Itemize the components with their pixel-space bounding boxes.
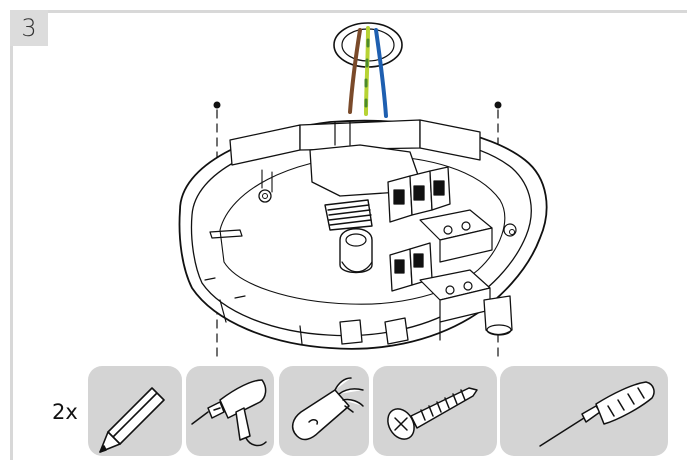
terminal-block-upper [387, 166, 451, 223]
wire-brown [348, 28, 362, 114]
drill-icon [191, 379, 267, 447]
tool-tile-screwdriver [500, 366, 668, 456]
cable-clamp [339, 228, 373, 274]
wire-blue [374, 28, 388, 118]
tool-tile-pencil [88, 366, 182, 456]
terminal-block-lower [389, 242, 433, 292]
quantity-label: 2x [52, 400, 78, 424]
screw-icon [387, 387, 478, 440]
tool-tile-drill [186, 366, 274, 456]
step-frame [10, 10, 687, 460]
screwdriver-icon [539, 381, 655, 447]
right-mount-post [483, 295, 513, 336]
tool-tile-screw [373, 366, 497, 456]
wall-plug-icon [291, 377, 364, 441]
step-number: 3 [10, 10, 48, 46]
mount-point-right [494, 101, 502, 109]
tool-tile-wall-plug [279, 366, 369, 456]
mount-point-left [213, 101, 221, 109]
pencil-icon [99, 387, 165, 453]
vent-grille [324, 199, 373, 231]
